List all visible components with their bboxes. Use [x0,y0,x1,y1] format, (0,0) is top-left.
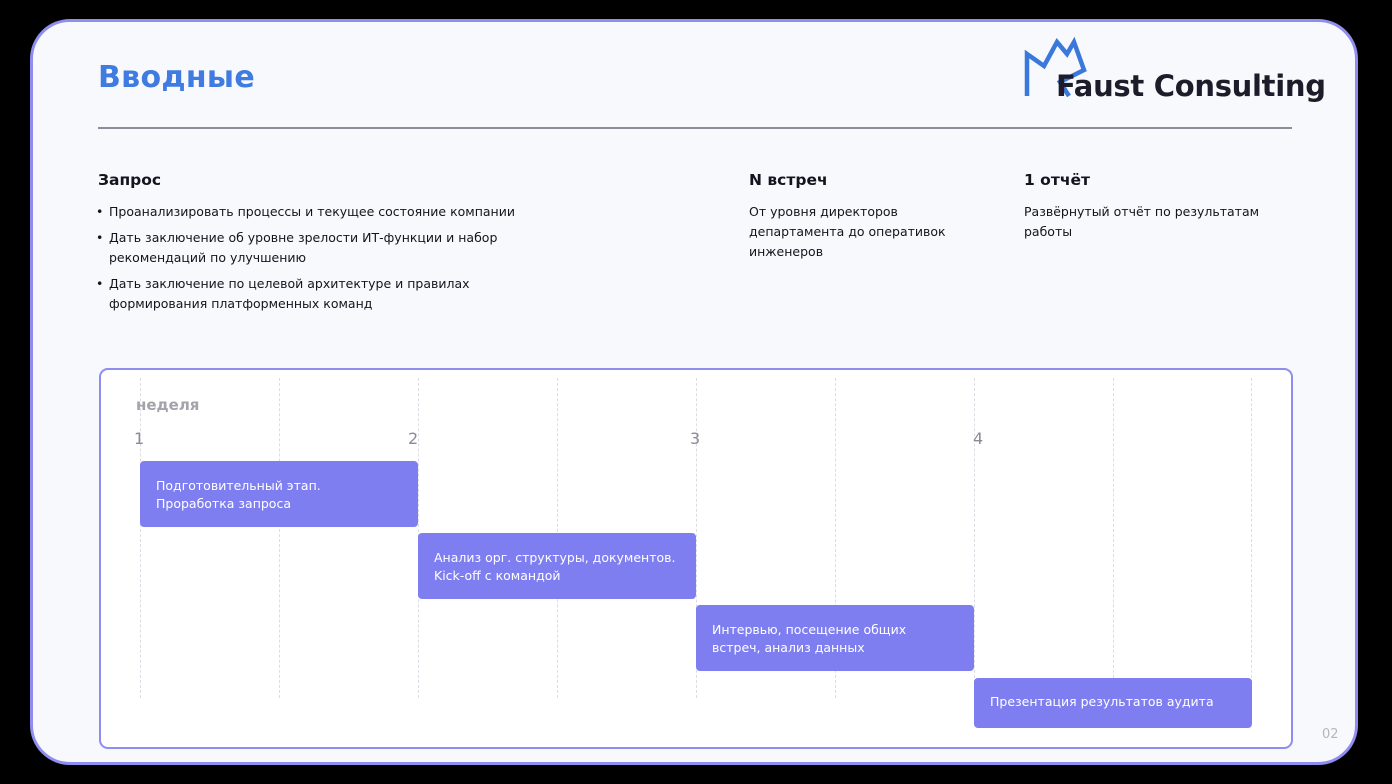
week-number: 3 [690,429,701,448]
task-bar: Анализ орг. структуры, документов. Kick-… [418,533,696,599]
request-bullet: Дать заключение об уровне зрелости ИТ-фу… [96,228,516,268]
report-heading: 1 отчёт [1024,171,1090,189]
page-number: 02 [1322,727,1339,742]
logo-text: Faust Consulting [1056,69,1326,103]
grid-line [279,378,280,698]
report-text: Развёрнутый отчёт по результатам работы [1024,204,1260,239]
task-bar: Интервью, посещение общих встреч, анализ… [696,605,974,671]
grid-line [140,378,141,698]
task-bar: Подготовительный этап. Проработка запрос… [140,461,418,527]
week-axis-label: неделя [136,396,200,414]
request-bullet: Проанализировать процессы и текущее сост… [96,202,516,222]
grid-line [696,378,697,698]
grid-line [1113,378,1114,698]
timeline-panel: неделя 1 2 3 4 Подготовительный этап. Пр… [99,368,1293,749]
star-outline-icon [1024,36,1087,98]
meetings-heading: N встреч [749,171,828,189]
grid-line [835,378,836,698]
meetings-text: От уровня директоров департамента до опе… [749,204,946,259]
header-divider [98,127,1292,129]
grid-line [974,378,975,698]
page-title: Вводные [98,60,255,95]
company-logo: Faust Consulting [1022,36,1326,112]
week-number: 2 [408,429,419,448]
request-bullet: Дать заключение по целевой архитектуре и… [96,274,516,314]
request-bullet-list: Проанализировать процессы и текущее сост… [96,202,516,320]
request-heading: Запрос [98,171,162,189]
task-bar: Презентация результатов аудита [974,678,1252,728]
week-number: 4 [973,429,984,448]
grid-line [1251,378,1252,698]
week-number: 1 [134,429,145,448]
